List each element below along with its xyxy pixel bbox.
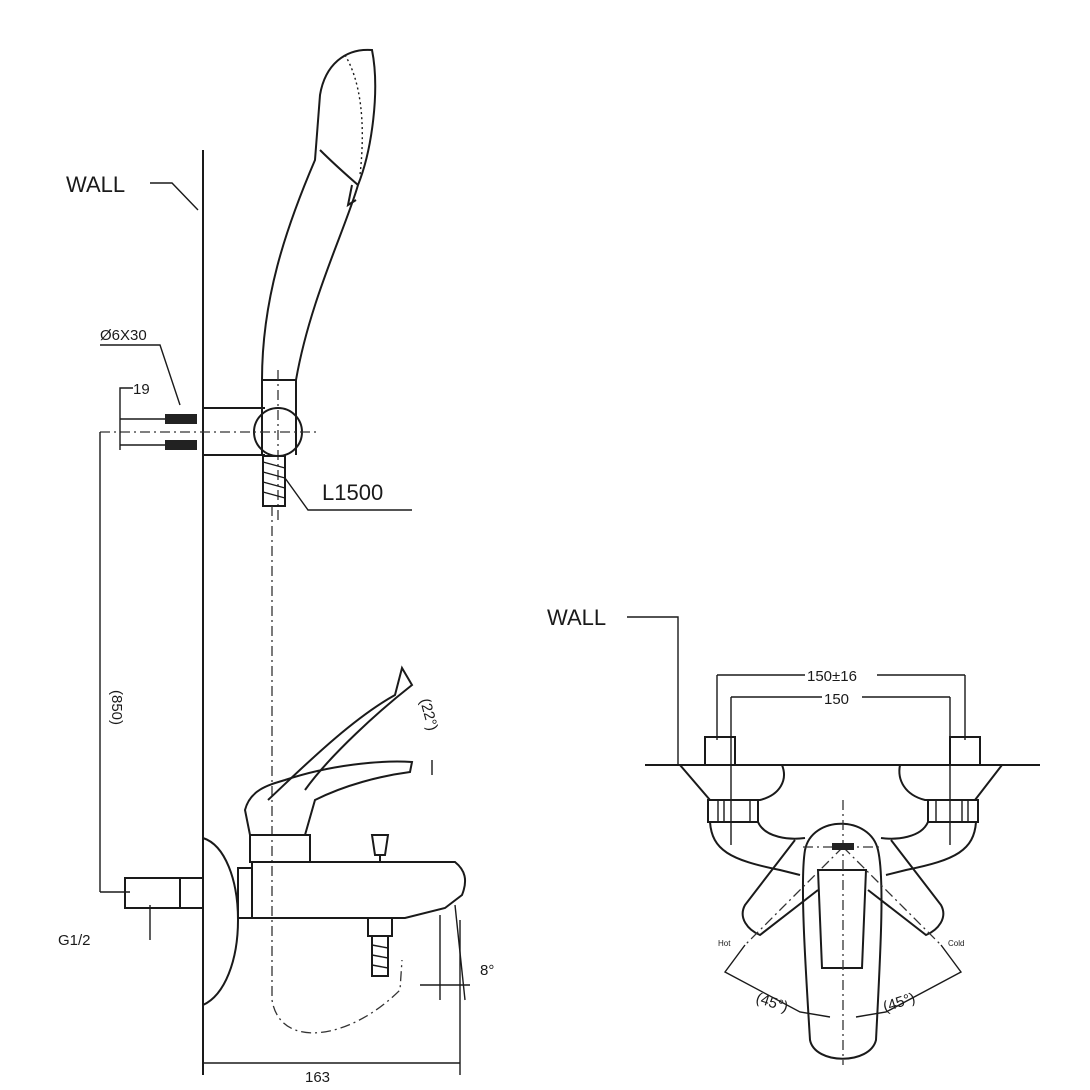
height-label: (850): [108, 690, 125, 725]
anchor-label: Ø6X30: [100, 327, 147, 344]
lever-angle-label: (22°): [416, 697, 441, 733]
hose-length-label: L1500: [322, 480, 383, 505]
height-dimension: [99, 432, 130, 893]
shower-holder: [100, 370, 318, 520]
wall-label: WALL: [66, 172, 125, 197]
hose: [262, 455, 412, 1034]
top-wall-label: WALL: [547, 605, 606, 630]
spout-angle-label: 8°: [480, 962, 494, 979]
mixer-top: [677, 736, 1005, 1065]
hot-label: Hot: [718, 939, 731, 948]
inlet-label: G1/2: [58, 932, 91, 949]
side-view: WALL Ø6X30 19: [58, 48, 494, 1086]
hot-angle-label: (45°): [754, 990, 790, 1016]
top-view: WALL 150±16 150: [547, 605, 1040, 1065]
wall-anchors: [100, 344, 197, 450]
outer-span-label: 150±16: [807, 668, 857, 685]
inner-span-label: 150: [824, 691, 849, 708]
projection-label: 163: [305, 1069, 330, 1086]
offset-label: 19: [133, 381, 150, 398]
wall-leader: [150, 182, 199, 211]
cold-angle-label: (45°): [881, 990, 917, 1016]
top-wall-leader: [627, 616, 679, 765]
projection-dimension: [203, 920, 461, 1075]
mixer-side: [124, 665, 470, 1006]
cold-label: Cold: [948, 939, 964, 948]
hand-shower: [260, 48, 377, 381]
